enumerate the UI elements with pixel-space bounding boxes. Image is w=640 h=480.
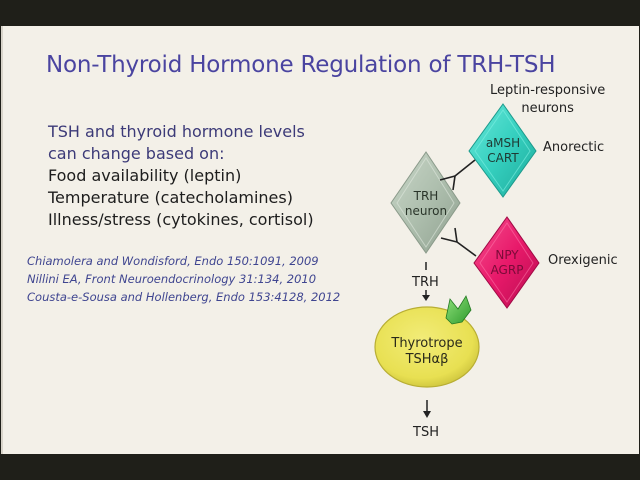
- orexigenic-label: Orexigenic: [548, 253, 618, 268]
- reference-list: Chiamolera and Wondisford, Endo 150:1091…: [27, 252, 340, 306]
- trh-arrow-icon: [422, 262, 430, 301]
- node-line: AGRP: [490, 263, 524, 277]
- trh-neuron-label: TRH neuron: [391, 189, 461, 219]
- thyrotrope-cell: [374, 306, 480, 388]
- reference-item: Nillini EA, Front Neuroendocrinology 31:…: [27, 272, 317, 286]
- factor-item: Food availability (leptin): [48, 166, 242, 185]
- tsh-arrow-icon: [423, 400, 431, 418]
- trh-receptor-icon: [445, 295, 472, 325]
- npy-agrp-node: [473, 216, 540, 309]
- leptin-label-line: neurons: [521, 101, 574, 116]
- intro-line: can change based on:: [48, 144, 225, 163]
- node-line: NPY: [495, 248, 519, 262]
- leptin-neurons-label: Leptin-responsive neurons: [490, 82, 605, 118]
- amsh-cart-node: [468, 103, 537, 198]
- trh-label: TRH: [412, 275, 439, 290]
- npy-agrp-label: NPY AGRP: [474, 248, 540, 278]
- trh-neuron-node: [390, 151, 461, 254]
- factor-list: Food availability (leptin) Temperature (…: [48, 165, 314, 231]
- synapse-orexigenic: [440, 227, 477, 257]
- reference-item: Cousta-e-Sousa and Hollenberg, Endo 153:…: [27, 290, 341, 304]
- reference-item: Chiamolera and Wondisford, Endo 150:1091…: [27, 254, 319, 268]
- node-line: CART: [487, 151, 519, 165]
- node-line: TSHαβ: [405, 352, 449, 367]
- intro-line: TSH and thyroid hormone levels: [48, 122, 305, 141]
- node-line: neuron: [404, 204, 448, 218]
- slide: [1, 26, 639, 454]
- intro-text: TSH and thyroid hormone levels can chang…: [48, 121, 305, 165]
- slide-title: Non-Thyroid Hormone Regulation of TRH-TS…: [46, 52, 556, 78]
- anorectic-label: Anorectic: [543, 140, 605, 155]
- node-line: Thyrotrope: [391, 336, 463, 351]
- leptin-label-line: Leptin-responsive: [490, 83, 606, 98]
- factor-item: Temperature (catecholamines): [48, 188, 293, 207]
- tsh-label: TSH: [413, 425, 439, 440]
- synapse-anorectic: [439, 159, 476, 191]
- node-line: aMSH: [485, 136, 521, 150]
- amsh-cart-label: aMSH CART: [469, 136, 537, 166]
- thyrotrope-label: Thyrotrope TSHαβ: [377, 336, 477, 368]
- factor-item: Illness/stress (cytokines, cortisol): [48, 210, 314, 229]
- node-line: TRH: [413, 189, 439, 203]
